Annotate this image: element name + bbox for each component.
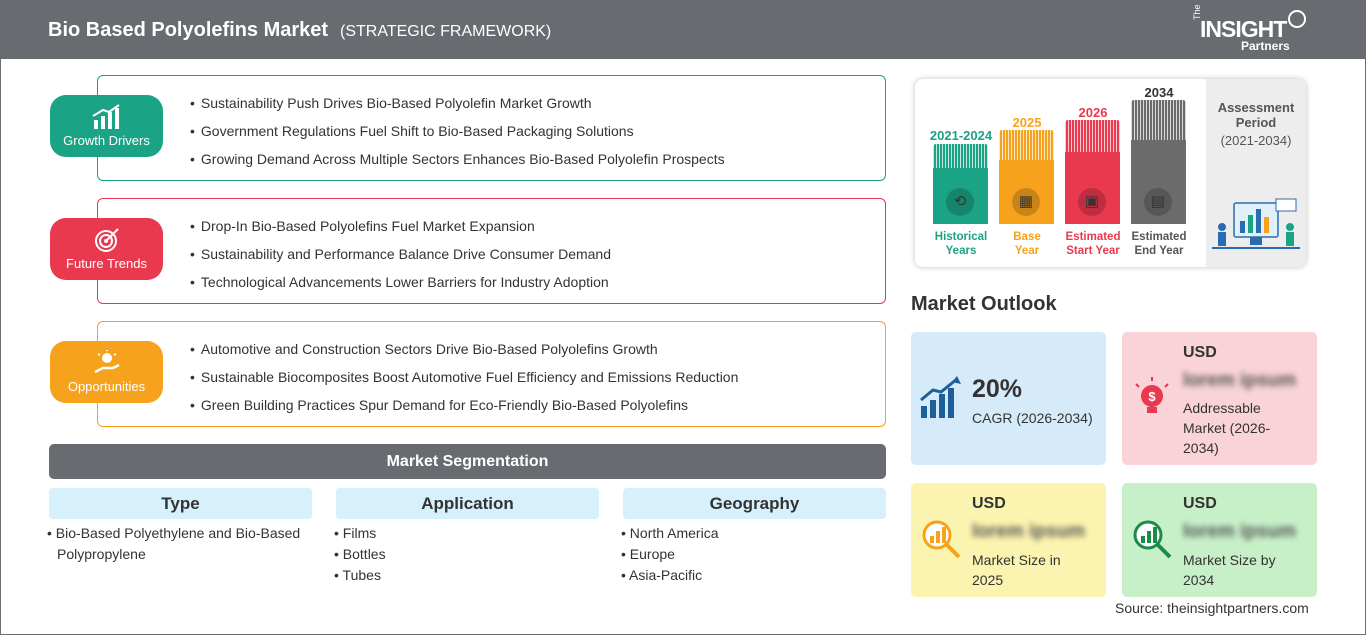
segment-geography-list: North America Europe Asia-Pacific [621, 523, 871, 586]
insight-partners-logo: The INSIGHT Partners [1190, 4, 1310, 54]
timeline-year: 2021-2024 [929, 128, 993, 143]
cagr-value: 20% [972, 375, 1023, 403]
timeline-caption: Historical Years [934, 231, 988, 257]
market-size-2025-card: USD lorem ipsum Market Size in 2025 [911, 483, 1106, 597]
opportunities-list: Automotive and Construction Sectors Driv… [190, 339, 738, 423]
target-icon [95, 228, 119, 252]
assessment-period-range: (2021-2034) [1220, 133, 1292, 148]
timeline-bar: ⟲ [933, 144, 988, 224]
list-item: Sustainable Biocomposites Boost Automoti… [190, 367, 738, 395]
history-icon: ⟲ [946, 188, 974, 216]
addressable-value: lorem ipsum [1183, 370, 1296, 391]
addressable-currency: USD [1183, 344, 1217, 361]
list-item: Tubes [334, 565, 584, 586]
lightbulb-hand-icon [94, 350, 120, 374]
opportunities-label: Opportunities [67, 379, 146, 394]
size-2025-label: Market Size in 2025 [972, 552, 1061, 588]
timeline-caption: Estimated End Year [1131, 231, 1187, 257]
growth-drivers-tag: Growth Drivers [50, 95, 163, 157]
list-item: Bottles [334, 544, 584, 565]
lightbulb-dollar-icon: $ [1135, 377, 1169, 413]
growth-chart-icon [920, 376, 961, 418]
growth-drivers-label: Growth Drivers [63, 133, 150, 148]
timeline-bar: ▣ [1065, 120, 1120, 224]
timeline-year: 2034 [1144, 85, 1174, 100]
list-item: Sustainability and Performance Balance D… [190, 244, 611, 272]
list-item: Government Regulations Fuel Shift to Bio… [190, 121, 725, 149]
bar-chart-up-icon [92, 104, 120, 129]
list-item: Automotive and Construction Sectors Driv… [190, 339, 738, 367]
header-bar: Bio Based Polyolefins Market (STRATEGIC … [0, 0, 1366, 59]
list-item: North America [621, 523, 871, 544]
growth-drivers-list: Sustainability Push Drives Bio-Based Pol… [190, 93, 725, 177]
cagr-label: CAGR (2026-2034) [972, 410, 1093, 426]
page-subtitle: (STRATEGIC FRAMEWORK) [340, 23, 552, 40]
opportunities-box: Automotive and Construction Sectors Driv… [97, 321, 886, 427]
market-outlook-title: Market Outlook [911, 293, 1057, 315]
analytics-people-icon [1212, 198, 1300, 249]
addressable-market-card: $ USD lorem ipsum Addressable Market (20… [1122, 332, 1317, 465]
assessment-period-title: Assessment Period [1217, 100, 1295, 130]
growth-drivers-box: Sustainability Push Drives Bio-Based Pol… [97, 75, 886, 181]
future-trends-box: Drop-In Bio-Based Polyolefins Fuel Marke… [97, 198, 886, 304]
size-2034-value: lorem ipsum [1183, 521, 1296, 542]
list-item: Technological Advancements Lower Barrier… [190, 272, 611, 300]
list-item: Growing Demand Across Multiple Sectors E… [190, 149, 725, 177]
size-2025-value: lorem ipsum [972, 521, 1085, 542]
list-item: Films [334, 523, 584, 544]
size-2034-label: Market Size by 2034 [1183, 552, 1276, 588]
market-segmentation-header: Market Segmentation [49, 444, 886, 479]
magnifier-chart-icon [1133, 520, 1172, 559]
source-note: Source: theinsightpartners.com [1115, 600, 1309, 616]
assessment-period-panel: Assessment Period (2021-2034) [1206, 79, 1306, 267]
timeline-bar: ▦ [999, 130, 1054, 224]
segment-geography-header: Geography [623, 488, 886, 519]
timeline-caption: Estimated Start Year [1065, 231, 1121, 257]
timeline-year: 2026 [1078, 105, 1108, 120]
timeline-caption: Base Year [1013, 231, 1041, 257]
segment-application-header: Application [336, 488, 599, 519]
segment-application-list: Films Bottles Tubes [334, 523, 584, 586]
timeline-bar: ▤ [1131, 100, 1186, 224]
size-2025-currency: USD [972, 495, 1006, 512]
list-item: Asia-Pacific [621, 565, 871, 586]
svg-text:$: $ [1148, 389, 1156, 404]
monitor-chart-icon: ▤ [1144, 188, 1172, 216]
list-item: Green Building Practices Spur Demand for… [190, 395, 738, 423]
list-item: Bio-Based Polyethylene and Bio-Based Pol… [47, 523, 317, 565]
list-item: Drop-In Bio-Based Polyolefins Fuel Marke… [190, 216, 611, 244]
opportunities-tag: Opportunities [50, 341, 163, 403]
future-trends-list: Drop-In Bio-Based Polyolefins Fuel Marke… [190, 216, 611, 300]
magnifier-chart-icon [922, 520, 961, 559]
cagr-card: 20% CAGR (2026-2034) [911, 332, 1106, 465]
future-trends-label: Future Trends [66, 256, 147, 271]
future-trends-tag: Future Trends [50, 218, 163, 280]
segment-type-list: Bio-Based Polyethylene and Bio-Based Pol… [47, 523, 317, 565]
list-item: Europe [621, 544, 871, 565]
timeline-year: 2025 [1012, 115, 1042, 130]
page-title: Bio Based Polyolefins Market [48, 19, 329, 41]
market-size-2034-card: USD lorem ipsum Market Size by 2034 [1122, 483, 1317, 597]
size-2034-currency: USD [1183, 495, 1217, 512]
addressable-label: Addressable Market (2026-2034) [1183, 400, 1271, 456]
list-item: Sustainability Push Drives Bio-Based Pol… [190, 93, 725, 121]
calendar-icon: ▦ [1012, 188, 1040, 216]
segment-type-header: Type [49, 488, 312, 519]
presentation-icon: ▣ [1078, 188, 1106, 216]
